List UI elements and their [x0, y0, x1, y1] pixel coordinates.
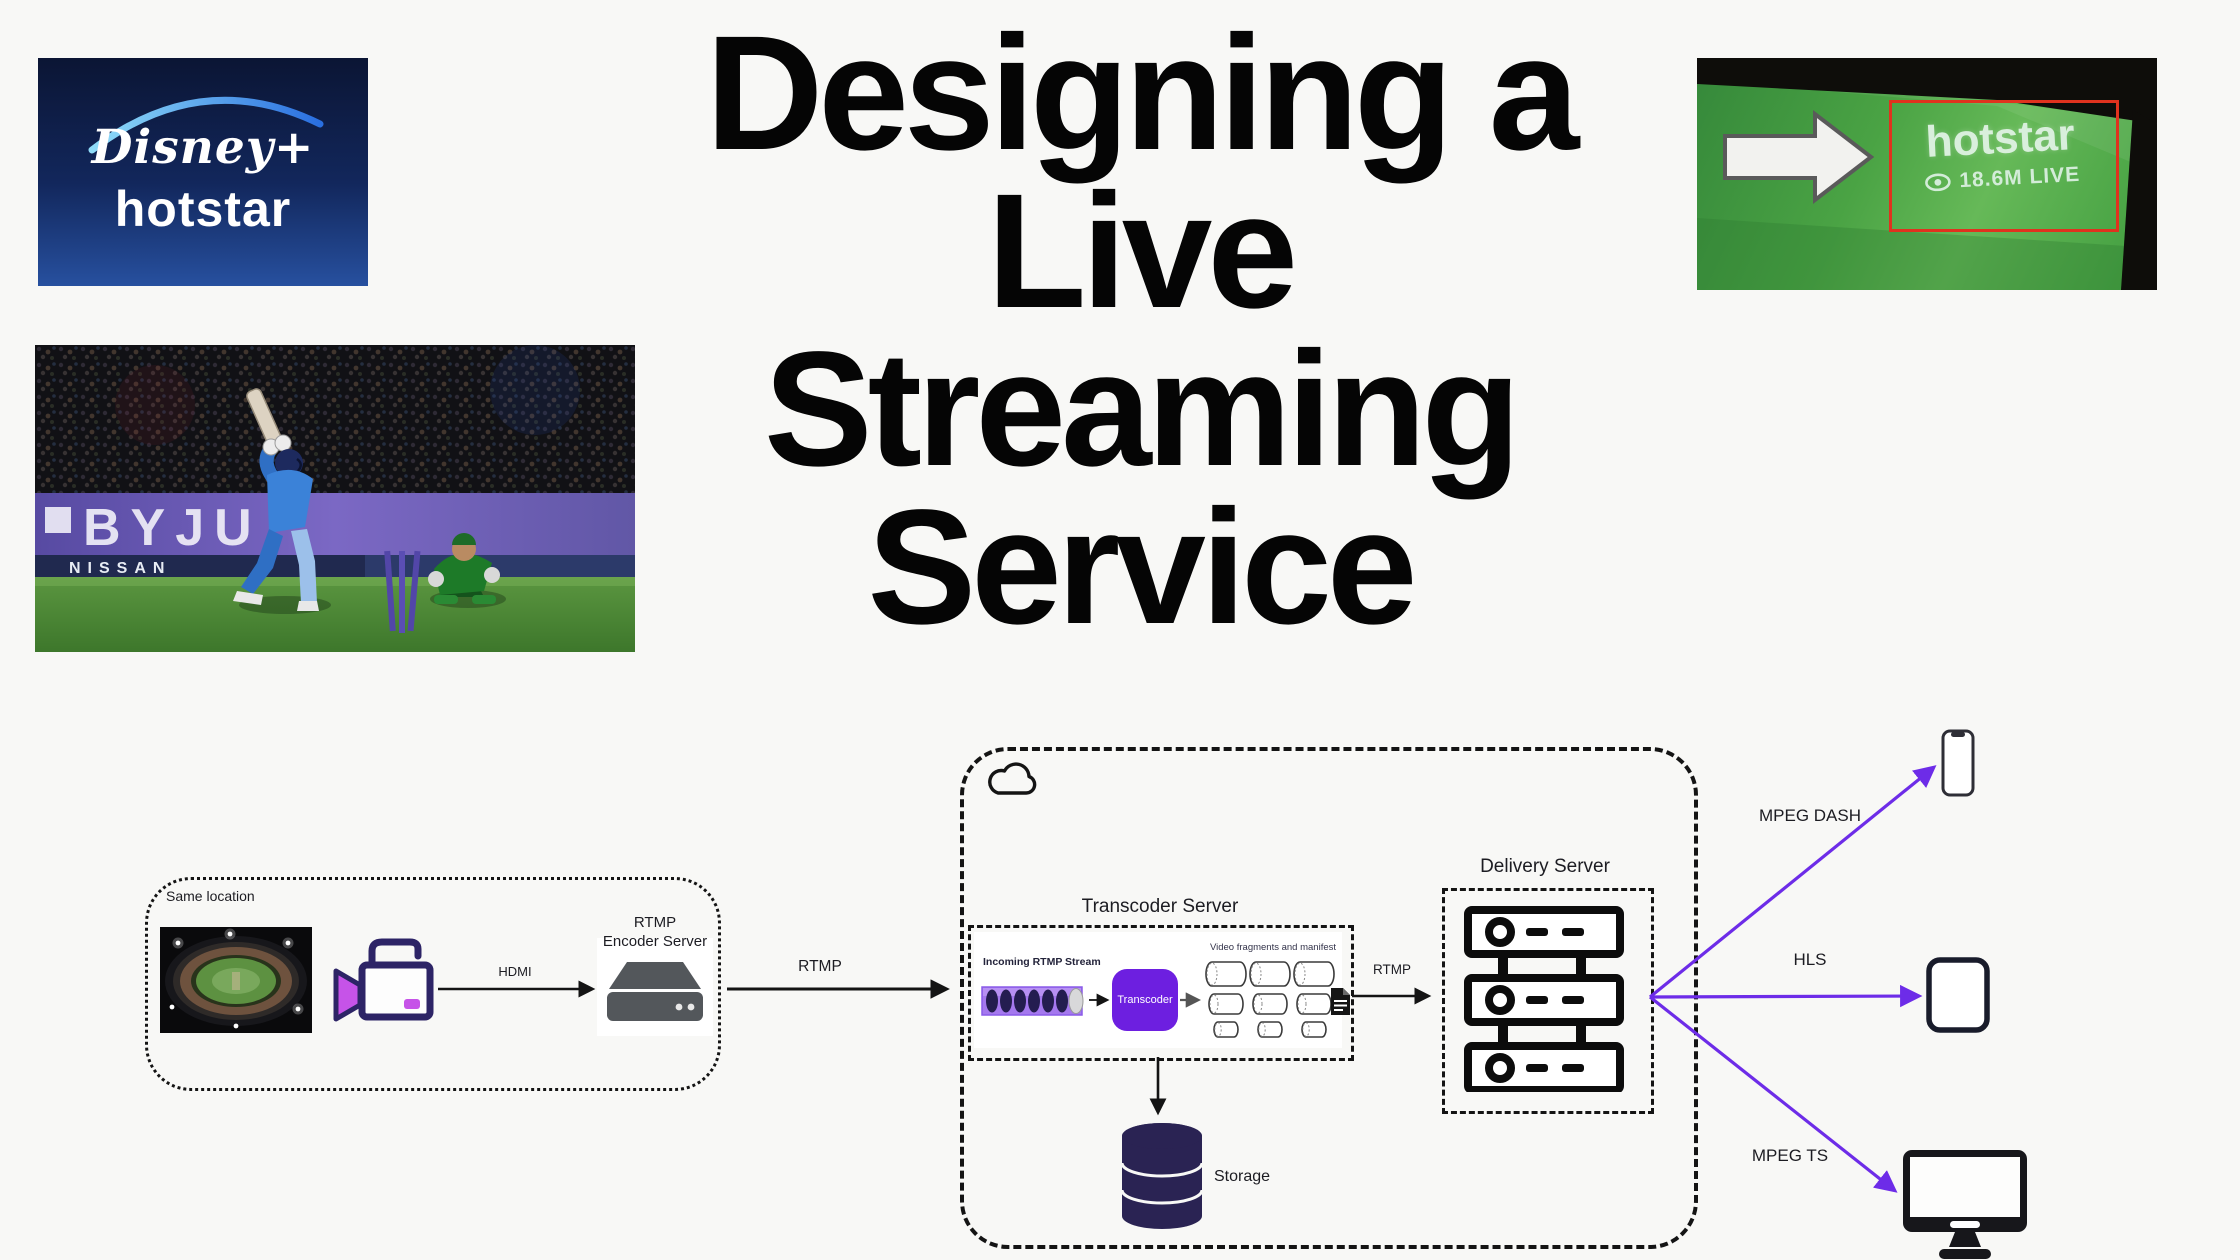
- floodlights: [169, 928, 304, 1029]
- video-camera-icon: [333, 938, 434, 1022]
- phone-icon: [1941, 729, 1975, 797]
- rtmp-stream-pipe-icon: [981, 986, 1084, 1016]
- rtmp-label-1: RTMP: [798, 958, 842, 975]
- protocol-mpeg-ts-label: MPEG TS: [1751, 1146, 1829, 1165]
- hdmi-label: HDMI: [498, 964, 532, 979]
- wicket-keeper-figure: [428, 533, 506, 608]
- eye-icon: [1925, 173, 1951, 192]
- stadium-photo: [160, 927, 312, 1033]
- encoder-server-icon: [607, 962, 703, 1021]
- server-rack-icon: [1464, 906, 1624, 1092]
- transcoder-server-box: [968, 925, 1354, 1061]
- cloud-icon: [988, 762, 1037, 795]
- tv-overlay-text: hotstar 18.6M LIVE: [1896, 110, 2106, 197]
- tv-brand-text: hotstar: [1924, 110, 2076, 167]
- logo-word-text: hotstar: [114, 181, 292, 237]
- title-line-4: Service: [867, 475, 1417, 659]
- page-title: Designing a Live Streaming Service: [590, 1, 1690, 659]
- highlight-red-box: hotstar 18.6M LIVE: [1889, 100, 2119, 232]
- tv-bezel-top: [1697, 58, 2157, 124]
- title-line-3: Streaming: [763, 317, 1521, 501]
- hotstar-tv-photo: hotstar 18.6M LIVE: [1697, 58, 2157, 290]
- transcoder-server-label: Transcoder Server: [1081, 896, 1239, 917]
- delivery-server-label: Delivery Server: [1480, 856, 1610, 877]
- transcoder-node: Transcoder: [1112, 969, 1178, 1031]
- storage-label: Storage: [1214, 1168, 1271, 1185]
- encoder-label-line2: Encoder Server: [602, 933, 708, 950]
- incoming-stream-label: Incoming RTMP Stream: [983, 956, 1101, 968]
- ad-nissan-text: NISSAN: [69, 560, 171, 577]
- transcoder-label: Transcoder: [1117, 994, 1173, 1006]
- monitor-icon: [1903, 1150, 2027, 1259]
- batsman-figure: [233, 388, 331, 614]
- tablet-icon: [1926, 957, 1990, 1033]
- same-location-group: [145, 877, 721, 1091]
- rtmp-label-2: RTMP: [1372, 962, 1411, 977]
- title-line-2: Live: [986, 159, 1298, 343]
- cricket-match-photo: BYJU NISSAN: [35, 345, 635, 652]
- title-line-1: Designing a: [705, 1, 1580, 184]
- protocol-hls-label: HLS: [1793, 950, 1827, 969]
- manifest-file-icon: [1331, 988, 1350, 1015]
- disney-arc-icon: [88, 96, 324, 154]
- same-location-label: Same location: [166, 888, 255, 904]
- storage-db-icon: [1120, 1123, 1204, 1229]
- ad-byju-text: BYJU: [83, 499, 262, 557]
- stumps: [384, 550, 421, 633]
- logo-script-text: Disney+: [91, 120, 315, 175]
- encoder-label-line1: RTMP: [633, 914, 677, 931]
- disney-hotstar-logo: Disney+ hotstar: [38, 58, 368, 286]
- tv-live-stat: 18.6M LIVE: [1958, 162, 2081, 193]
- protocol-mpeg-dash-label: MPEG DASH: [1758, 806, 1862, 825]
- tv-photo-art: [1697, 58, 2157, 290]
- tv-bezel-right: [2121, 110, 2157, 290]
- video-fragments-icon: [1205, 961, 1350, 1038]
- fragments-label: Video fragments and manifest: [1209, 942, 1337, 953]
- pointer-arrow-icon: [1723, 109, 1875, 205]
